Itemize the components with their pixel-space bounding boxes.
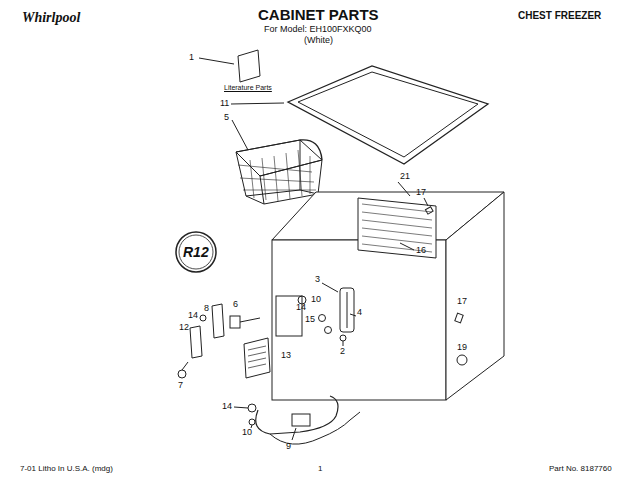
callout-number: 14 [188, 311, 198, 321]
callout-number: 7 [178, 381, 183, 391]
callout-number: 5 [224, 113, 229, 123]
print-note: 7-01 Litho In U.S.A. (mdg) [20, 465, 113, 474]
color-note: (White) [304, 36, 333, 46]
callout-number: 4 [357, 308, 362, 318]
model-number: For Model: EH100FXKQ00 [264, 25, 372, 35]
callout-number: 3 [315, 275, 320, 285]
callout-number: 17 [416, 188, 426, 198]
callout-number: 10 [311, 295, 321, 305]
refrigerant-badge: R12 [183, 245, 209, 260]
part-number: Part No. 8187760 [549, 465, 612, 474]
callout-number: 19 [457, 343, 467, 353]
callout-number: 10 [242, 428, 252, 438]
brand-logo: Whirlpool [22, 10, 80, 25]
page-title: CABINET PARTS [258, 7, 379, 24]
product-type: CHEST FREEZER [518, 10, 601, 21]
callout-number: 14 [222, 402, 232, 412]
callout-number: 1 [189, 53, 194, 63]
callout-number: 13 [281, 351, 291, 361]
callout-number: 21 [400, 172, 410, 182]
callout-number: 17 [457, 297, 467, 307]
page-number: 1 [318, 465, 322, 474]
callout-number: 9 [286, 442, 291, 452]
callout-number: 8 [204, 304, 209, 314]
callout-number: 14 [296, 303, 306, 313]
literature-label: Literature Parts [224, 84, 272, 92]
callout-number: 16 [416, 246, 426, 256]
callout-number: 11 [220, 99, 229, 109]
callout-number: 2 [340, 347, 345, 357]
callout-number: 12 [179, 323, 189, 333]
callout-number: 15 [305, 315, 315, 325]
callout-number: 6 [233, 300, 238, 310]
